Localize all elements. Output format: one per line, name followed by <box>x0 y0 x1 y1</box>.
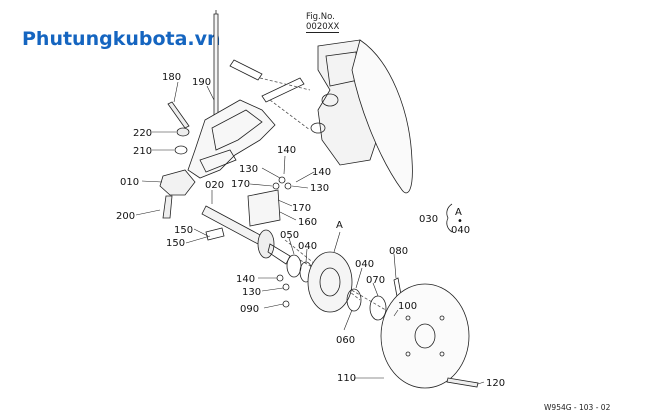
callout-140c: 140 <box>236 274 255 285</box>
callout-050: 050 <box>280 230 299 241</box>
callout-120: 120 <box>486 378 505 389</box>
callout-020: 020 <box>205 180 224 191</box>
callout-110: 110 <box>337 373 356 384</box>
callout-130c: 130 <box>242 287 261 298</box>
callout-130b: 130 <box>310 183 329 194</box>
nut-220 <box>176 127 190 137</box>
bracket-bottom-040: 040 <box>451 225 470 236</box>
callout-060: 060 <box>336 335 355 346</box>
callout-a-hub: A <box>336 220 343 231</box>
hub-bearing <box>321 93 339 107</box>
figure-footer: W954G - 103 - 02 <box>544 403 611 412</box>
callout-140b: 140 <box>312 167 331 178</box>
bracket-top-a: A <box>455 207 462 218</box>
figure-number-code: 0020XX <box>306 22 340 33</box>
callout-080: 080 <box>389 246 408 257</box>
hub-flange <box>307 251 353 313</box>
callout-070: 070 <box>366 275 385 286</box>
callout-220: 220 <box>133 128 152 139</box>
bolt-200 <box>162 195 173 219</box>
callout-210: 210 <box>133 146 152 157</box>
callout-040a: 040 <box>298 241 317 252</box>
seal-050 <box>286 254 302 278</box>
callout-150a: 150 <box>174 225 193 236</box>
callout-150b: 150 <box>166 238 185 249</box>
site-title: Phutungkubota.vn <box>22 28 221 50</box>
rod-top-1 <box>229 59 263 81</box>
axle-flange <box>257 229 275 259</box>
bracket-dot: • <box>457 216 463 227</box>
coulter-disc-110 <box>380 283 470 389</box>
figure-number: Fig.No. 0020XX <box>306 12 340 33</box>
bracket-030 <box>446 203 453 233</box>
callout-190: 190 <box>192 77 211 88</box>
pin-180 <box>167 101 190 129</box>
plate-160 <box>247 189 281 227</box>
pin-150 <box>205 227 225 241</box>
callout-010: 010 <box>120 177 139 188</box>
bolt-120 <box>446 377 479 388</box>
retainer-070 <box>369 295 387 321</box>
swivel-yoke <box>159 169 196 196</box>
callout-170a: 170 <box>231 179 250 190</box>
callout-040b: 040 <box>355 259 374 270</box>
bearing-040b <box>346 288 362 312</box>
callout-100: 100 <box>398 301 417 312</box>
callout-180: 180 <box>162 72 181 83</box>
vertical-shaft <box>213 13 219 119</box>
callout-140a: 140 <box>277 145 296 156</box>
coulter-disc-top <box>351 39 413 194</box>
bracket-label-030: 030 <box>419 214 438 225</box>
callout-130a: 130 <box>239 164 258 175</box>
figure-number-label: Fig.No. <box>306 12 335 22</box>
rod-top-2 <box>261 77 305 103</box>
callout-200: 200 <box>116 211 135 222</box>
arm-bracket <box>187 99 276 179</box>
callout-160: 160 <box>298 217 317 228</box>
washer-210 <box>174 145 188 155</box>
callout-170b: 170 <box>292 203 311 214</box>
callout-090: 090 <box>240 304 259 315</box>
